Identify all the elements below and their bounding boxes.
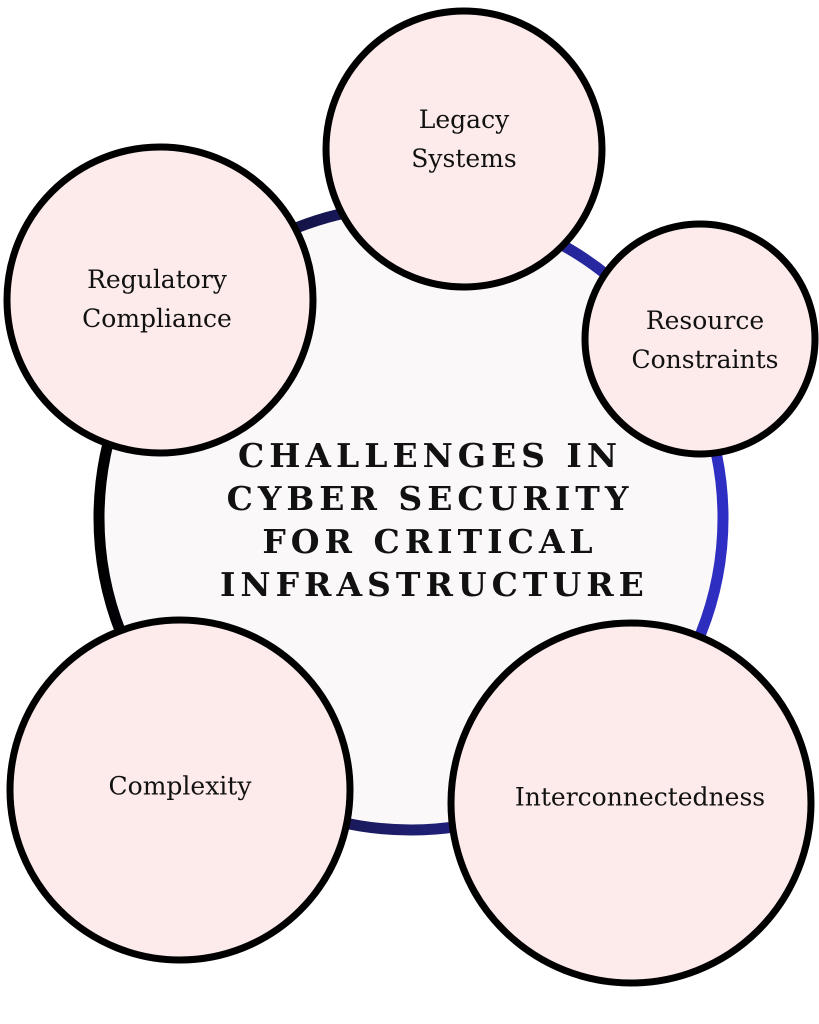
node-circle-regulatory-compliance	[3, 143, 317, 457]
node-label-regulatory-compliance: Regulatory Compliance	[82, 265, 232, 333]
node-circle-complexity	[6, 616, 354, 964]
node-label-legacy-systems: Legacy Systems	[411, 105, 517, 173]
node-circle-interconnectedness	[447, 619, 815, 987]
node-label-interconnectedness: Interconnectedness	[514, 782, 766, 812]
diagram-title: CHALLENGES IN CYBER SECURITY FOR CRITICA…	[220, 436, 649, 604]
node-label-resource-constraints: Resource Constraints	[631, 306, 779, 374]
node-circle-legacy-systems	[322, 7, 606, 291]
node-label-complexity: Complexity	[108, 771, 252, 801]
node-circle-resource-constraints	[581, 220, 819, 458]
